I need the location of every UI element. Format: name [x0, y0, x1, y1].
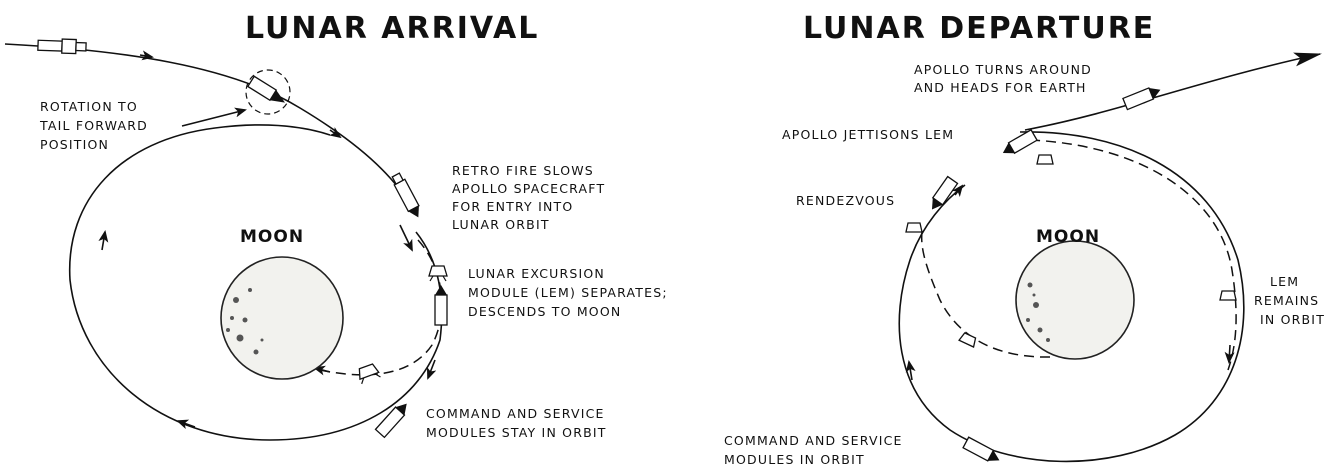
moon-label: MOON	[1036, 227, 1100, 247]
lem-launch	[959, 332, 977, 347]
turns-around-label: APOLLO TURNS AROUND AND HEADS FOR EARTH	[914, 62, 1097, 95]
moon	[221, 257, 343, 379]
lem-landing	[357, 363, 381, 384]
retro-spacecraft	[390, 172, 423, 220]
rotating-spacecraft	[238, 62, 299, 123]
apollo-jettison-craft	[1000, 130, 1037, 158]
rendezvous-label: RENDEZVOUS	[796, 193, 895, 208]
moon-label: MOON	[240, 227, 304, 247]
orbit-arrow-right	[428, 360, 435, 378]
csm-after-separation	[435, 285, 447, 325]
orbit-arrow-left	[102, 232, 105, 250]
lunar-departure-panel: LUNAR DEPARTURE	[724, 11, 1325, 467]
lem-orbit-arrow	[1229, 345, 1230, 362]
orbit-arrow-top	[955, 186, 962, 195]
lem-remains-label: LEM REMAINS IN ORBIT	[1254, 274, 1325, 327]
csm-in-orbit-label: COMMAND AND SERVICE MODULES IN ORBIT	[724, 433, 908, 467]
panel-title: LUNAR ARRIVAL	[245, 11, 539, 46]
rotation-label: ROTATION TO TAIL FORWARD POSITION	[39, 99, 153, 152]
jettisons-label: APOLLO JETTISONS LEM	[782, 127, 954, 142]
moon-disc	[1016, 241, 1134, 359]
retro-fire-label: RETRO FIRE SLOWS APOLLO SPACECRAFT FOR E…	[452, 163, 611, 232]
lem-remaining	[1220, 291, 1236, 300]
retro-arrow	[400, 225, 412, 250]
moon-disc	[221, 257, 343, 379]
orbit-arrow-bottom	[178, 421, 195, 427]
incoming-spacecraft	[38, 38, 86, 54]
moon	[1016, 241, 1134, 359]
lunar-arrival-panel: LUNAR ARRIVAL	[5, 11, 673, 440]
panel-title: LUNAR DEPARTURE	[803, 11, 1155, 46]
jettisoned-lem	[1037, 155, 1053, 164]
lem-separates-label: LUNAR EXCURSION MODULE (LEM) SEPARATES; …	[468, 266, 673, 319]
csm-stay-orbit-label: COMMAND AND SERVICE MODULES STAY IN ORBI…	[426, 406, 610, 440]
rendezvous-lem	[906, 223, 922, 232]
rotation-pointer	[182, 110, 245, 126]
